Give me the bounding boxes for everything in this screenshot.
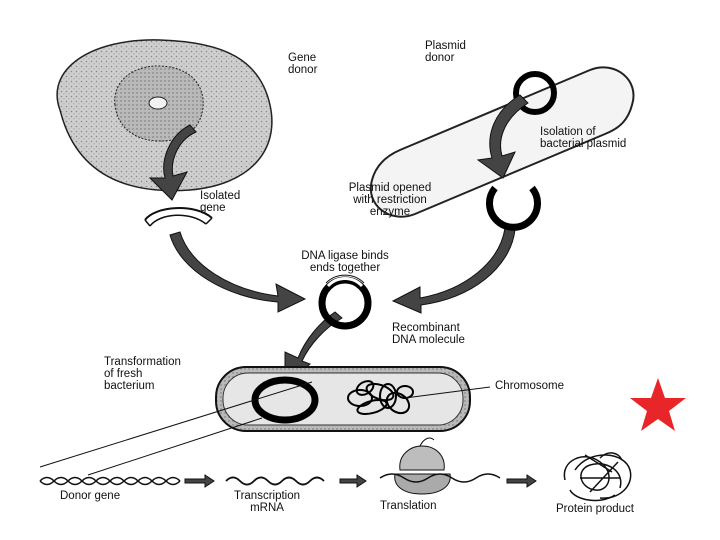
label-gene-donor: Gene donor	[288, 52, 318, 76]
label-transcription: Transcription mRNA	[233, 490, 301, 514]
isolated-gene-fragment	[144, 207, 213, 227]
pointer-lines	[39, 381, 491, 476]
ribosome	[379, 437, 501, 495]
label-isolation-plasmid: Isolation of bacterial plasmid	[540, 126, 627, 150]
label-protein-product: Protein product	[556, 503, 634, 515]
label-transformation: Transformation of fresh bacterium	[104, 356, 181, 392]
mrna-strand	[225, 476, 325, 486]
donor-gene-helix	[39, 476, 181, 486]
red-star-icon	[630, 378, 686, 431]
label-chromosome: Chromosome	[495, 380, 565, 392]
label-donor-gene: Donor gene	[60, 490, 121, 502]
label-translation: Translation	[380, 500, 437, 512]
opened-plasmid	[486, 185, 541, 231]
gene-donor-cell	[56, 39, 273, 192]
transformed-bacterium	[215, 366, 471, 432]
label-plasmid-opened: Plasmid opened with restriction enzyme	[348, 182, 432, 218]
label-dna-ligase: DNA ligase binds ends together	[301, 250, 389, 274]
label-isolated-gene: Isolated gene	[200, 190, 241, 214]
recombinant-plasmid	[318, 274, 372, 330]
label-plasmid-donor: Plasmid donor	[425, 40, 466, 64]
plasmid-donor-bacterium	[369, 66, 635, 218]
label-recombinant: Recombinant DNA molecule	[392, 322, 465, 346]
protein-product	[563, 452, 632, 502]
